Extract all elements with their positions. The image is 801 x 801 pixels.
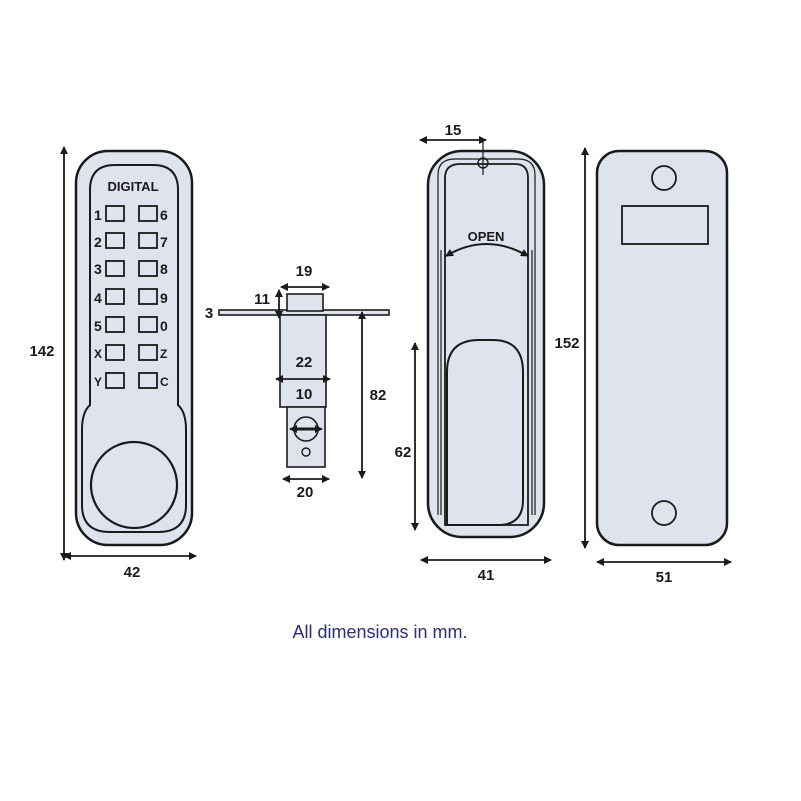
dim-latch-length: 82 (370, 387, 387, 404)
dim-latch-plate-thickness: 3 (205, 305, 213, 322)
latch-dimensions: 19 11 3 22 10 82 20 (205, 263, 387, 501)
dim-front-height: 142 (29, 343, 54, 360)
key-label: 8 (160, 261, 168, 277)
key-label: 7 (160, 234, 168, 250)
dim-back-height: 152 (554, 335, 579, 352)
dim-side-width: 41 (478, 567, 495, 584)
key-label: Z (160, 347, 167, 361)
latch-screw-hole (301, 447, 311, 457)
key-label: 0 (160, 318, 168, 334)
side-view: OPEN (426, 142, 546, 539)
key-label: 4 (94, 290, 102, 306)
units-caption: All dimensions in mm. (292, 622, 468, 642)
key-label: Y (94, 375, 102, 389)
back-top-hole (651, 165, 677, 191)
back-dimensions: 152 51 (554, 147, 732, 586)
key-button (105, 260, 125, 277)
keypad-keys-left: 1 2 3 4 5 X Y (94, 205, 125, 389)
knob (89, 440, 179, 530)
front-view: DIGITAL 1 2 3 4 5 X Y 6 7 (74, 149, 194, 547)
back-view (595, 149, 729, 547)
key-button (105, 344, 125, 361)
latch-body (279, 314, 327, 408)
key-button (105, 316, 125, 333)
key-button (138, 344, 158, 361)
dim-latch-tail-width: 20 (297, 484, 314, 501)
key-button (105, 205, 125, 222)
key-label: 2 (94, 234, 102, 250)
dim-front-width: 42 (124, 564, 141, 581)
key-button (138, 232, 158, 249)
back-bottom-hole (651, 500, 677, 526)
dim-side-handle-height: 62 (395, 444, 412, 461)
key-label: C (160, 375, 169, 389)
key-button (105, 372, 125, 389)
side-handle (446, 339, 524, 526)
key-button (105, 232, 125, 249)
latch-bolt (286, 293, 324, 312)
key-button (138, 288, 158, 305)
dim-latch-face-height: 11 (254, 291, 270, 308)
key-button (138, 372, 158, 389)
dim-latch-inner-width: 10 (296, 386, 313, 403)
dim-latch-backset-width: 19 (296, 263, 313, 280)
dim-back-width: 51 (656, 569, 673, 586)
keypad-keys-right: 6 7 8 9 0 Z C (138, 205, 169, 389)
key-button (138, 260, 158, 277)
key-label: X (94, 347, 102, 361)
front-dimensions: 142 42 (29, 146, 197, 581)
side-dimensions: 15 62 41 (395, 122, 552, 584)
key-button (138, 205, 158, 222)
key-label: 9 (160, 290, 168, 306)
key-label: 3 (94, 261, 102, 277)
latch-view (218, 293, 390, 468)
key-label: 1 (94, 207, 102, 223)
dim-side-offset: 15 (445, 122, 462, 139)
open-direction-label: OPEN (468, 229, 505, 244)
key-label: 5 (94, 318, 102, 334)
keypad-brand-label: DIGITAL (107, 179, 158, 194)
dim-latch-body-width: 22 (296, 354, 313, 371)
key-button (105, 288, 125, 305)
key-label: 6 (160, 207, 168, 223)
back-slot (621, 205, 709, 245)
key-button (138, 316, 158, 333)
